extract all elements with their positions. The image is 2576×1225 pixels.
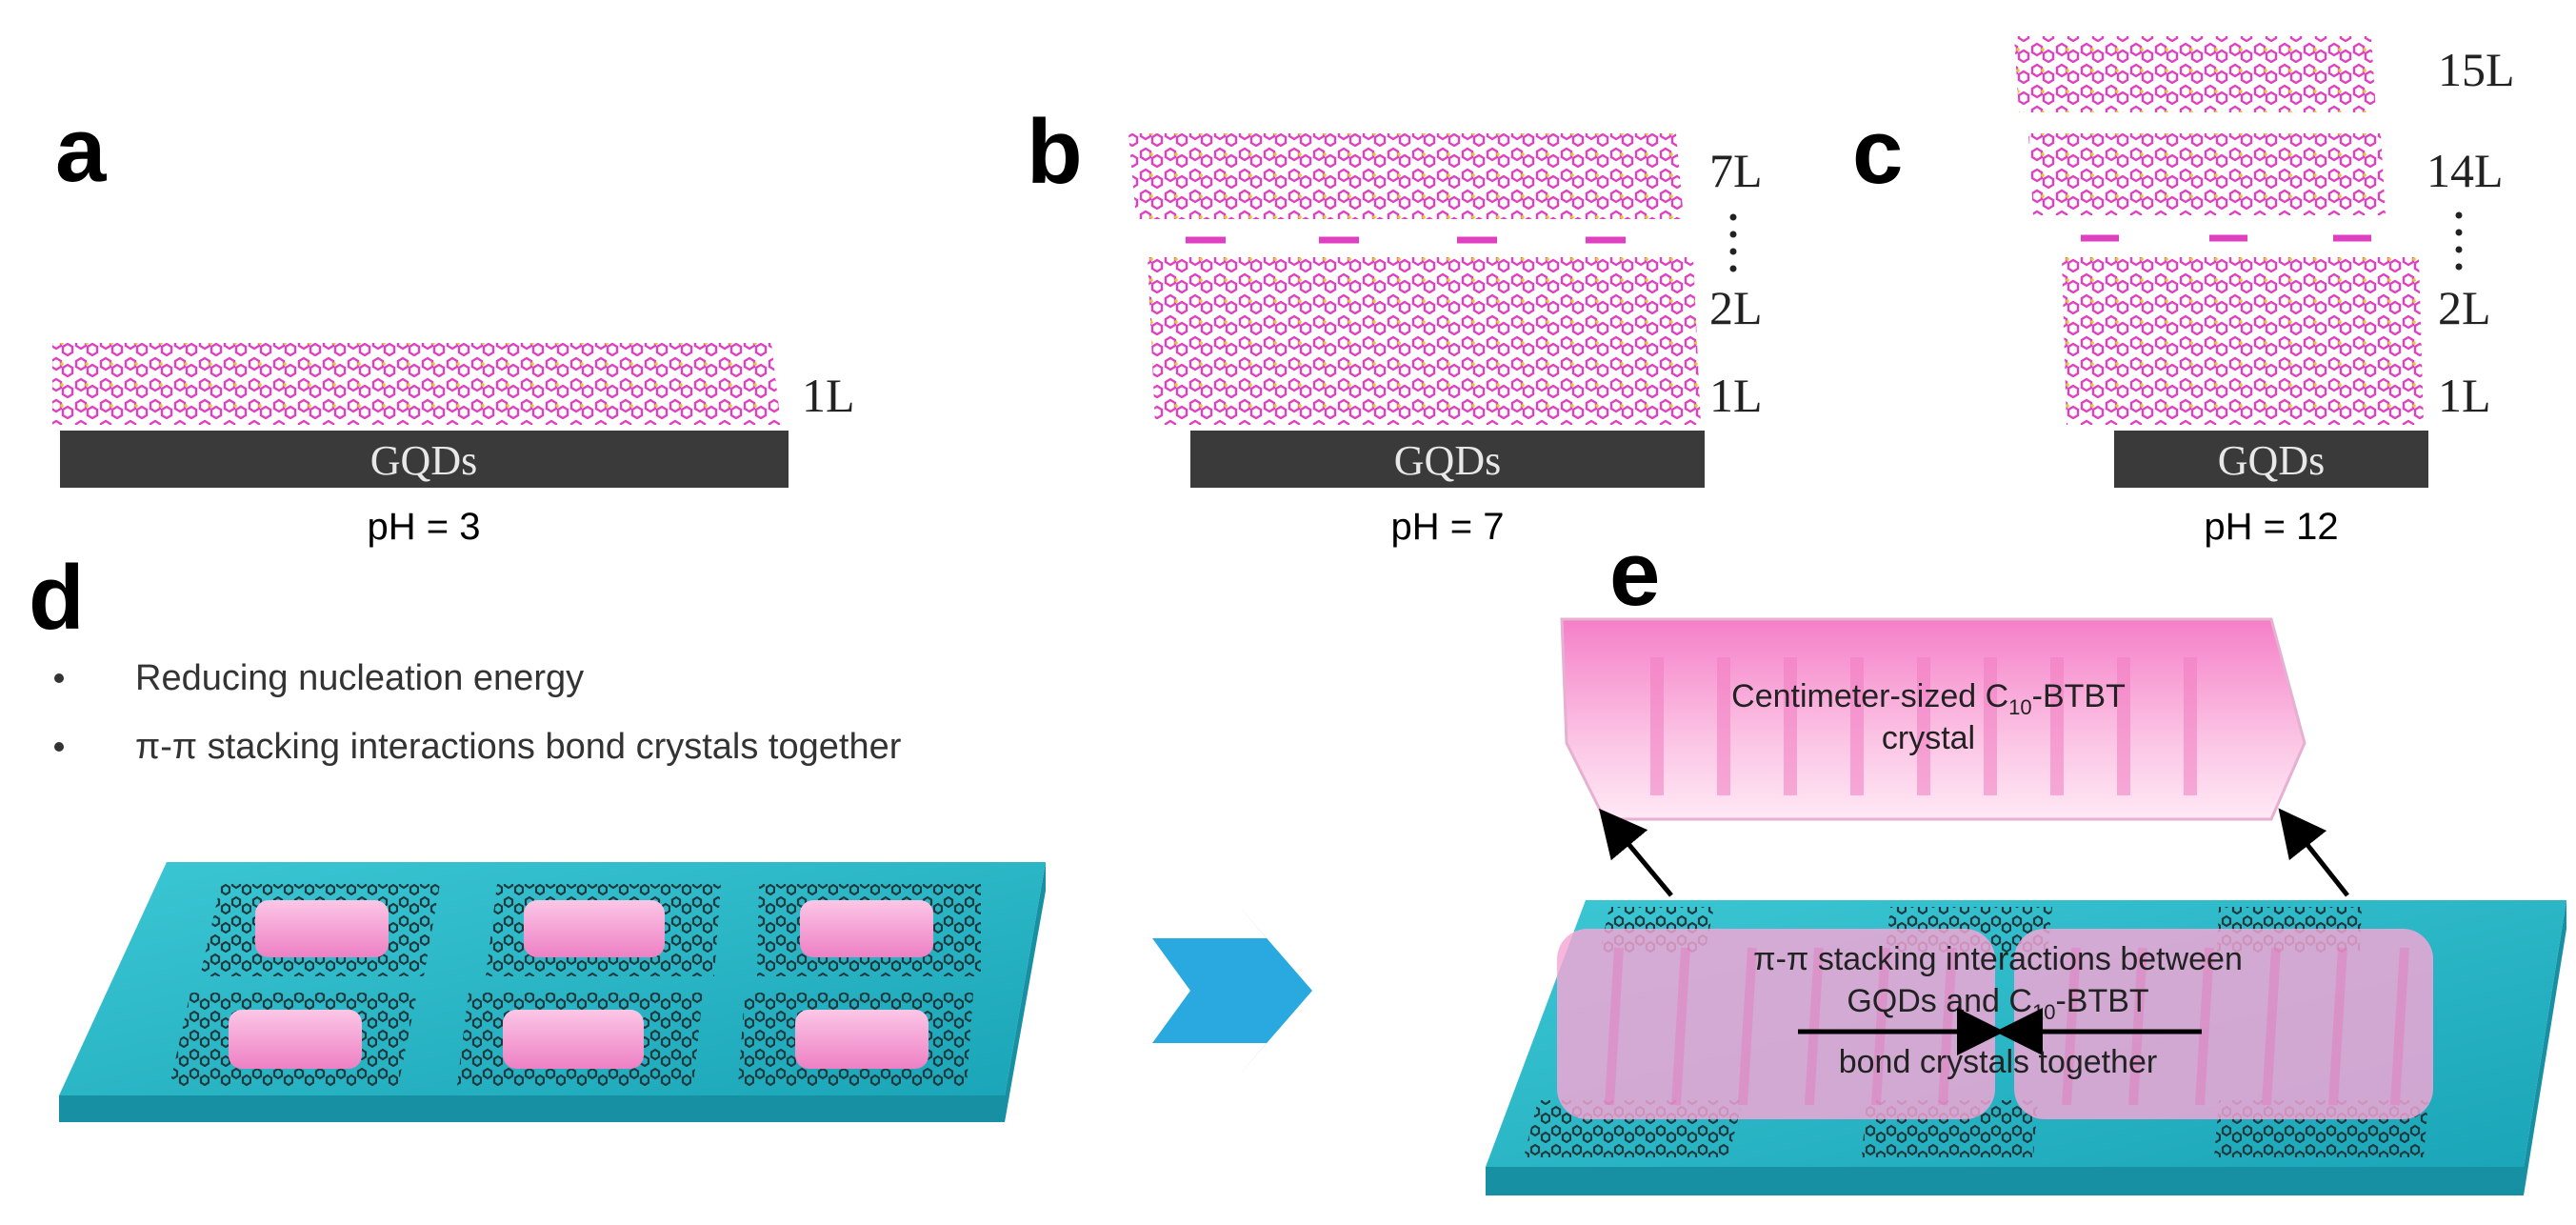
panel-d-bullet-2: π-π stacking interactions bond crystals …: [135, 727, 902, 767]
panel-b-substrate: [1190, 431, 1705, 488]
panel-e-board-crystal-right: [2014, 929, 2433, 1119]
panel-c-layer-label-14l: 14L: [2426, 144, 2504, 197]
panel-c-bottom-stack: [2062, 257, 2424, 425]
panel-e-letter: e: [1609, 523, 1660, 625]
panel-d-bullet-2-dot: [54, 742, 64, 752]
panel-d-crystal: [503, 1010, 644, 1069]
panel-c-ph-label: pH = 12: [2204, 506, 2338, 548]
transition-arrow: [1152, 903, 1312, 1078]
panel-e-lift-arrow-right: [2278, 808, 2349, 897]
panel-c-layer-label-15l: 15L: [2438, 43, 2515, 96]
panel-b-layer-label-2l: 2L: [1709, 281, 1763, 334]
panel-b-letter: b: [1027, 101, 1083, 203]
panel-b-top-stack: [1128, 133, 1684, 219]
panel-b-bottom-stack: [1148, 257, 1701, 425]
panel-a-substrate: [60, 431, 789, 488]
panel-e-interaction-line1: π-π stacking interactions between: [1753, 941, 2243, 977]
panel-d-bullet-1-dot: [54, 673, 64, 683]
panel-e-board-crystal-left: [1557, 929, 1995, 1119]
panel-c-ellipsis: [2455, 211, 2463, 271]
panel-c-layer-label-2l: 2L: [2438, 281, 2491, 334]
panel-b-layer-label-7l: 7L: [1709, 144, 1763, 197]
panel-d-crystals: [229, 900, 933, 1069]
panel-a-layer-label-1l: 1L: [802, 369, 855, 422]
panel-e-interaction-line3: bond crystals together: [1839, 1044, 2158, 1080]
panel-b-ph-label: pH = 7: [1391, 506, 1505, 548]
panel-d-crystal: [800, 900, 933, 957]
panel-e-interaction-line2: GQDs and C10-BTBT: [1847, 983, 2148, 1024]
panel-d-crystal: [795, 1010, 929, 1069]
panel-c-substrate-label: GQDs: [2218, 437, 2325, 484]
panel-c-stack-15l: [2014, 36, 2376, 112]
panel-e-crystal-stripes: [1650, 657, 2197, 795]
panel-e-lift-arrow-left: [1598, 808, 1673, 897]
panel-d-crystal: [524, 900, 665, 957]
panel-c-stack-14l: [2028, 133, 2386, 215]
panel-d-bullet-1: Reducing nucleation energy: [135, 658, 584, 698]
panel-b-layer-label-1l: 1L: [1709, 369, 1763, 422]
panel-b-ellipsis: [1729, 213, 1737, 272]
panel-b-substrate-label: GQDs: [1394, 437, 1501, 484]
panel-e-board-crystal-stripes: [1605, 947, 2409, 1106]
panel-d: d Reducing nucleation energy π-π stackin…: [29, 547, 1046, 1122]
panel-e-crystal-label-line1: Centimeter-sized C10-BTBT: [1731, 678, 2126, 719]
panel-c: c 15L 14L 2L 1L GQDs pH = 12: [1852, 36, 2515, 548]
panel-a-ph-label: pH = 3: [368, 506, 481, 548]
panel-a-substrate-label: GQDs: [370, 437, 477, 484]
panel-a-letter: a: [55, 99, 107, 201]
panel-d-letter: d: [29, 547, 85, 649]
panel-e: e Centimeter-sized C10-BTBT crystal: [1486, 523, 2566, 1195]
panel-a-layer-1: [52, 343, 781, 425]
panel-d-crystal: [255, 900, 389, 957]
panel-a: a 1L GQDs pH = 3: [52, 99, 855, 548]
panel-d-crystal: [229, 1010, 362, 1069]
panel-e-crystal-label-line2: crystal: [1882, 720, 1975, 756]
panel-b: b 7L 2L 1L GQDs pH = 7: [1027, 101, 1763, 548]
panel-c-letter: c: [1852, 101, 1903, 203]
panel-d-board-side: [59, 862, 1046, 1122]
panel-c-layer-label-1l: 1L: [2438, 369, 2491, 422]
panel-c-substrate: [2114, 431, 2428, 488]
